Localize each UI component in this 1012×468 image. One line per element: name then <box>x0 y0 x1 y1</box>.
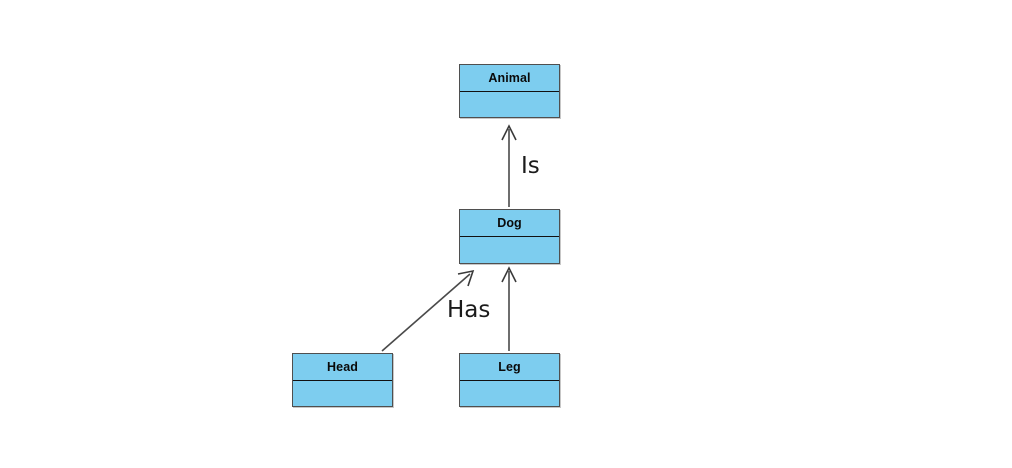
node-dog-label: Dog <box>460 210 559 237</box>
node-dog-body <box>460 237 559 263</box>
edge-leg-has-dog <box>501 266 517 351</box>
edge-dog-is-animal <box>501 124 517 207</box>
edge-label-is: Is <box>521 153 540 179</box>
node-head-body <box>293 381 392 407</box>
node-leg[interactable]: Leg <box>459 353 560 407</box>
node-animal-label: Animal <box>460 65 559 92</box>
node-leg-body <box>460 381 559 407</box>
node-animal-body <box>460 92 559 118</box>
node-dog[interactable]: Dog <box>459 209 560 264</box>
edge-head-has-dog-arrowhead <box>457 269 475 287</box>
edge-dog-is-animal-arrowhead <box>501 124 517 141</box>
node-animal[interactable]: Animal <box>459 64 560 118</box>
node-leg-label: Leg <box>460 354 559 381</box>
node-head[interactable]: Head <box>292 353 393 407</box>
edge-label-has: Has <box>447 297 491 323</box>
edge-leg-has-dog-arrowhead <box>501 266 517 283</box>
node-head-label: Head <box>293 354 392 381</box>
